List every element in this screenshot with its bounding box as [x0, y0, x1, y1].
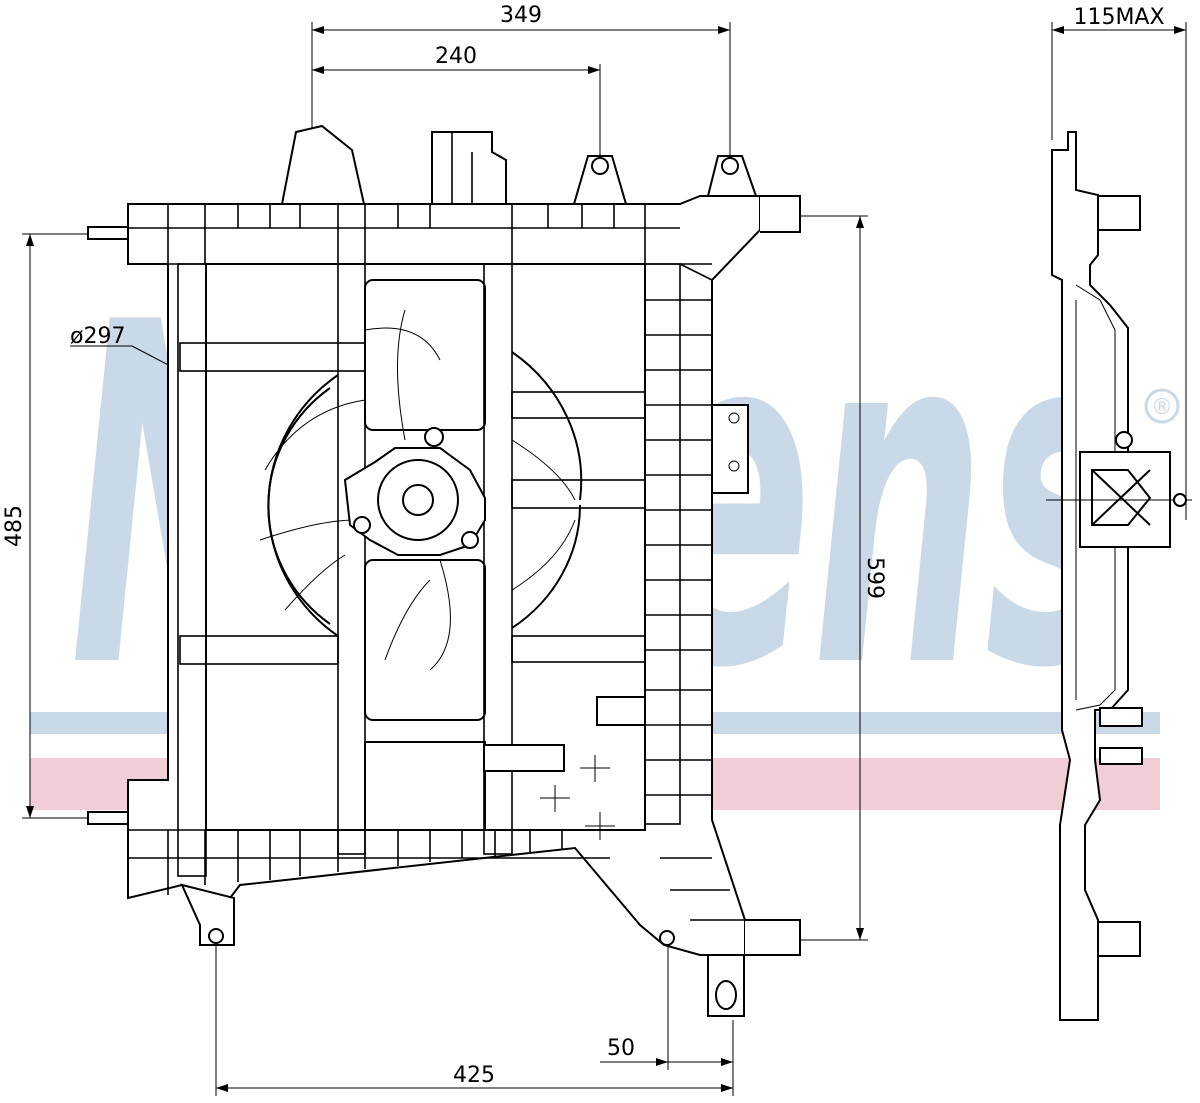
motor-bolt-left	[353, 516, 371, 534]
dim-599: 599	[862, 557, 887, 599]
dim-485: 485	[2, 505, 27, 547]
motor-bolt-top	[424, 427, 444, 447]
top-lug-right	[706, 155, 758, 197]
registered-mark-circle	[1144, 388, 1180, 424]
motor-bolt-right	[461, 531, 479, 549]
front-view-shroud	[87, 124, 801, 1017]
side-view-frame	[1051, 131, 1129, 1021]
dim-297-diameter: ø297	[70, 324, 125, 349]
top-lug-left	[280, 124, 366, 205]
dim-50: 50	[607, 1036, 635, 1061]
dim-349: 349	[500, 3, 542, 28]
dim-425: 425	[453, 1063, 495, 1088]
registered-mark: ®	[1151, 395, 1173, 420]
dim-115max: 115MAX	[1073, 5, 1164, 30]
side-view	[1046, 131, 1192, 1021]
dimension-labels: 349 240 115MAX ø297 485 599 425 50	[2, 3, 1165, 1088]
dim-240: 240	[435, 44, 477, 69]
fan-assembly	[259, 309, 583, 671]
dimension-lines	[22, 22, 1187, 1096]
top-lug-middle	[572, 155, 628, 205]
